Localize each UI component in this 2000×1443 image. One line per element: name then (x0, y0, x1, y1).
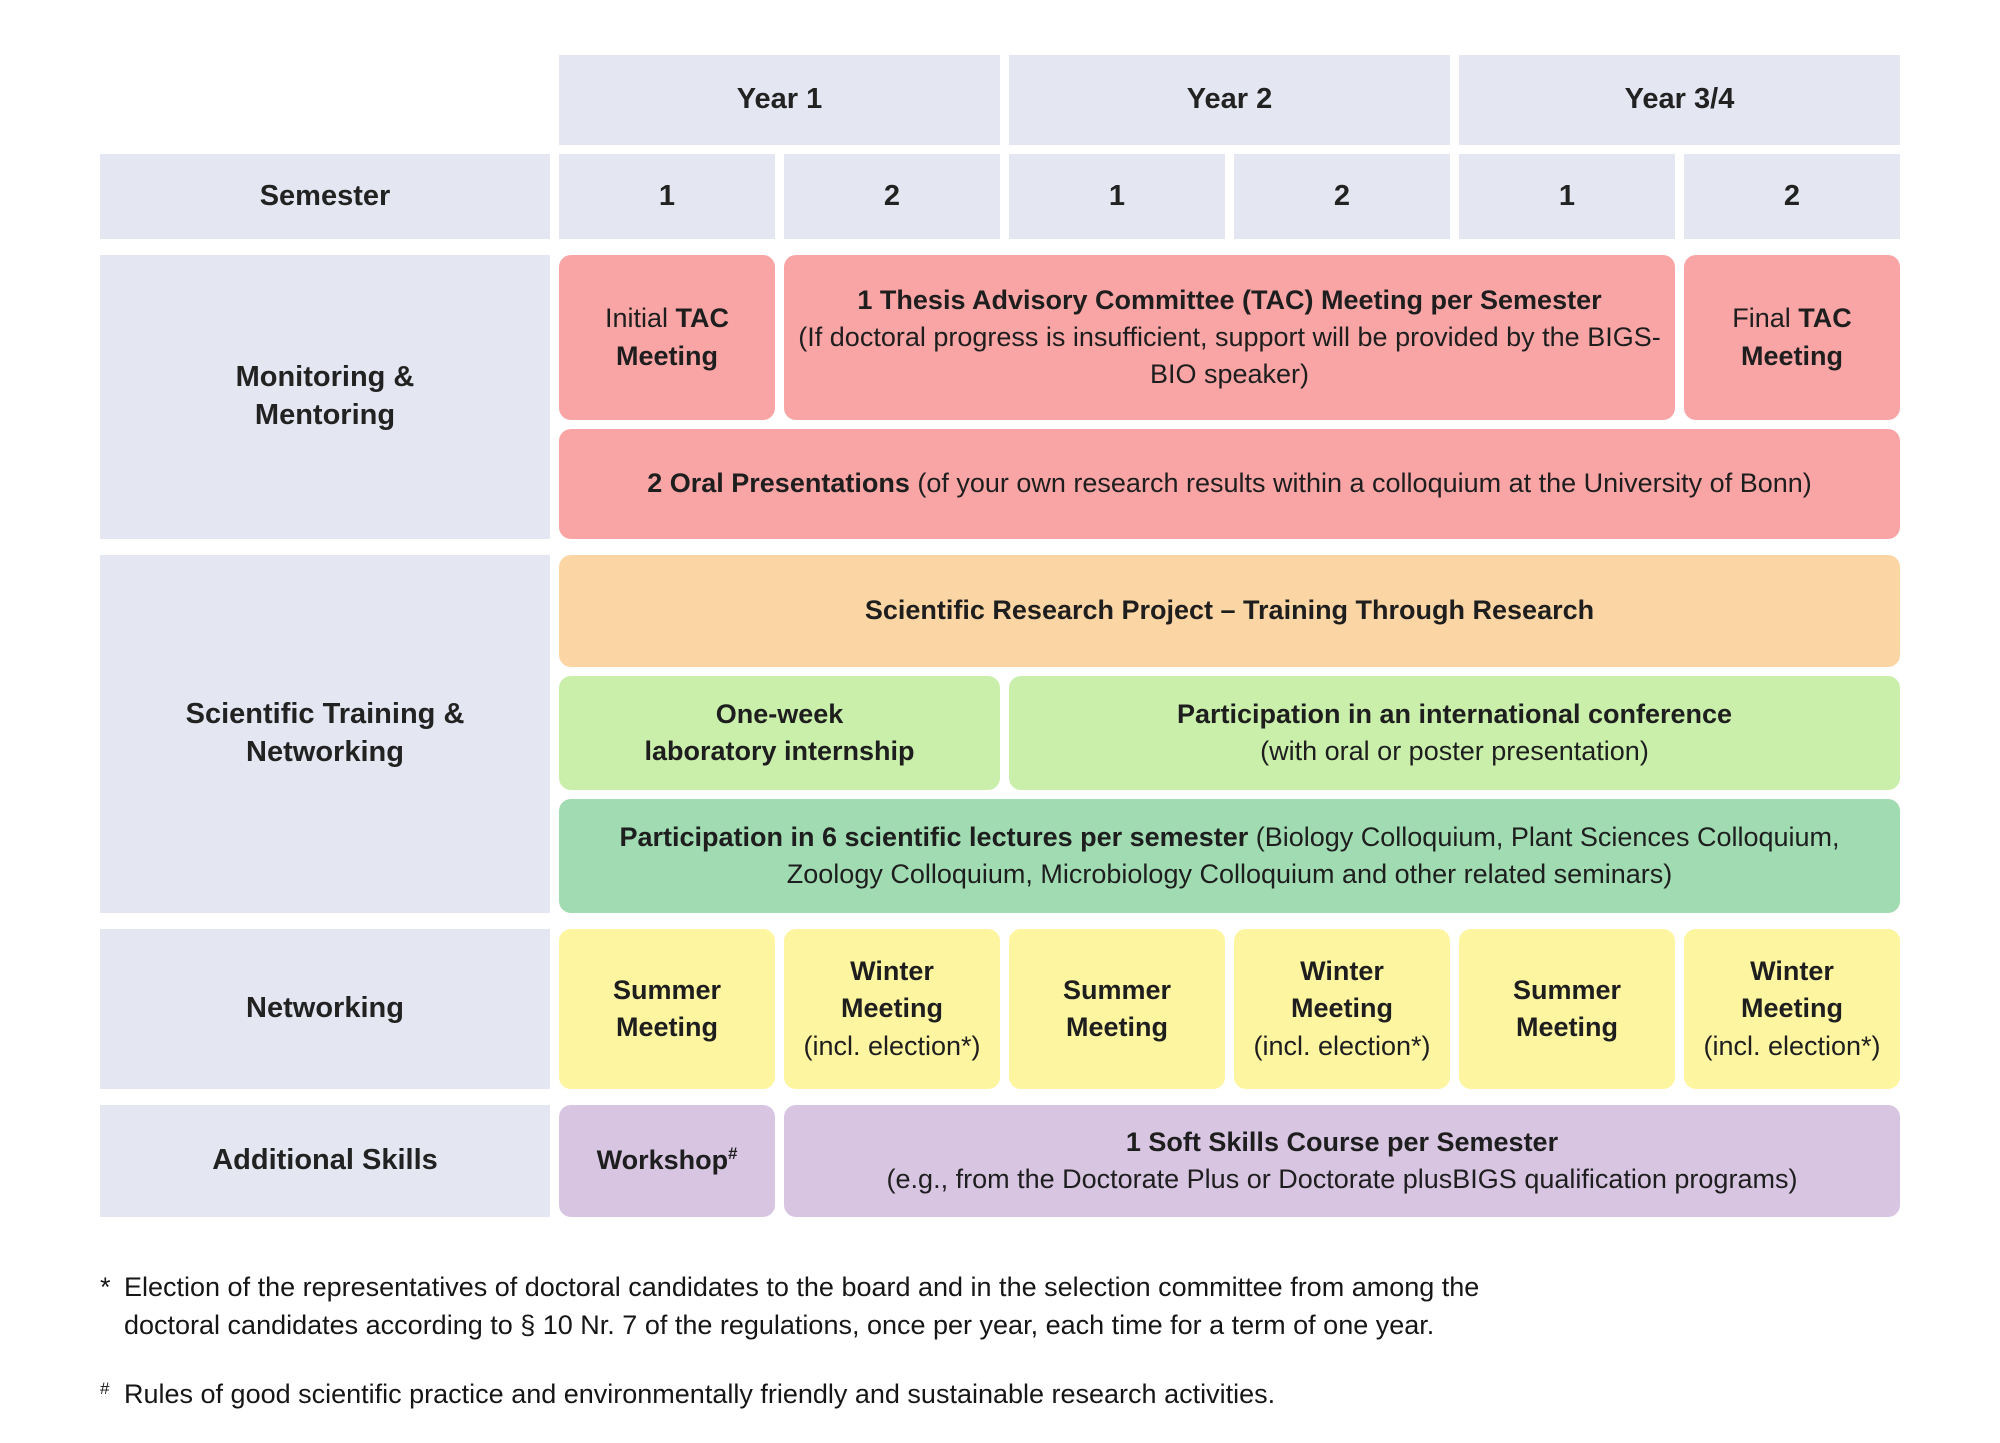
meeting-title: Summer Meeting (1062, 974, 1172, 1042)
meeting-text: Winter Meeting (incl. election*) (798, 953, 986, 1065)
semester-cell-1: 1 (559, 154, 775, 239)
meeting-note: (incl. election*) (1703, 1030, 1881, 1061)
final-tac-prefix: Final (1732, 303, 1799, 334)
hash-marker: # (100, 1378, 110, 1398)
networking-label: Networking (100, 929, 550, 1089)
meeting-title: Winter Meeting (1740, 956, 1843, 1024)
soft-skills-cell: 1 Soft Skills Course per Semester (e.g.,… (784, 1105, 1900, 1217)
asterisk-marker: * (100, 1272, 111, 1302)
rules-footnote: # Rules of good scientific practice and e… (100, 1375, 1490, 1413)
meeting-note: (incl. election*) (1253, 1030, 1431, 1061)
scientific-training-label: Scientific Training & Networking (100, 555, 550, 913)
winter-meeting-cell-1: Winter Meeting (incl. election*) (784, 929, 1000, 1089)
year-1-header: Year 1 (559, 55, 1000, 145)
final-tac-meeting-cell: Final TAC Meeting (1684, 255, 1900, 420)
initial-tac-bold: TAC Meeting (615, 303, 730, 371)
semester-cell-2: 2 (784, 154, 1000, 239)
header-section: Year 1 Year 2 Year 3/4 Semester 1 2 1 2 … (100, 55, 1900, 239)
meeting-title: Winter Meeting (1290, 956, 1393, 1024)
election-footnote: * Election of the representatives of doct… (100, 1268, 1490, 1345)
additional-skills-row: Additional Skills Workshop# 1 Soft Skill… (100, 1105, 1900, 1217)
scientific-training-row: Scientific Training & Networking Scienti… (100, 555, 1900, 913)
tac-meeting-title: 1 Thesis Advisory Committee (TAC) Meetin… (857, 284, 1602, 315)
year-2-header: Year 2 (1009, 55, 1450, 145)
scientific-lectures-text: Participation in 6 scientific lectures p… (573, 819, 1886, 894)
lectures-bold: Participation in 6 scientific lectures p… (619, 821, 1249, 852)
summer-meeting-cell-3: Summer Meeting (1459, 929, 1675, 1089)
workshop-hash-mark: # (728, 1144, 738, 1164)
meeting-title: Summer Meeting (612, 974, 722, 1042)
oral-presentations-text: 2 Oral Presentations (of your own resear… (647, 465, 1812, 502)
final-tac-bold: TAC Meeting (1740, 303, 1852, 371)
semester-cell-6: 2 (1684, 154, 1900, 239)
footnotes: * Election of the representatives of doct… (100, 1268, 1490, 1443)
semester-cell-5: 1 (1459, 154, 1675, 239)
international-conference-text: Participation in an international confer… (1177, 696, 1732, 771)
semester-label: Semester (100, 154, 550, 239)
scientific-lectures-cell: Participation in 6 scientific lectures p… (559, 799, 1900, 913)
international-conference-cell: Participation in an international confer… (1009, 676, 1900, 790)
meeting-text: Winter Meeting (incl. election*) (1698, 953, 1886, 1065)
program-schedule: Year 1 Year 2 Year 3/4 Semester 1 2 1 2 … (100, 55, 1900, 1217)
final-tac-meeting-text: Final TAC Meeting (1698, 300, 1886, 375)
election-footnote-text: Election of the representatives of docto… (124, 1272, 1480, 1341)
meeting-text: Summer Meeting (573, 972, 761, 1047)
oral-presentations-note: (of your own research results within a c… (909, 468, 1812, 499)
meeting-title: Winter Meeting (840, 956, 943, 1024)
semester-cell-4: 2 (1234, 154, 1450, 239)
lectures-note: (Biology Colloquium, Plant Sciences Coll… (786, 821, 1840, 889)
research-project-cell: Scientific Research Project – Training T… (559, 555, 1900, 667)
meeting-text: Summer Meeting (1473, 972, 1661, 1047)
initial-tac-meeting-cell: Initial TAC Meeting (559, 255, 775, 420)
conference-title: Participation in an international confer… (1176, 698, 1733, 729)
soft-skills-text: 1 Soft Skills Course per Semester (e.g.,… (887, 1124, 1798, 1199)
monitoring-mentoring-row: Monitoring & Mentoring Initial TAC Meeti… (100, 255, 1900, 539)
tac-meeting-per-semester-text: 1 Thesis Advisory Committee (TAC) Meetin… (798, 282, 1661, 394)
summer-meeting-cell-2: Summer Meeting (1009, 929, 1225, 1089)
initial-tac-meeting-text: Initial TAC Meeting (573, 300, 761, 375)
corner-spacer (100, 55, 550, 145)
oral-presentations-cell: 2 Oral Presentations (of your own resear… (559, 429, 1900, 539)
tac-meeting-per-semester-cell: 1 Thesis Advisory Committee (TAC) Meetin… (784, 255, 1675, 420)
meeting-title: Summer Meeting (1512, 974, 1622, 1042)
soft-skills-note: (e.g., from the Doctorate Plus or Doctor… (886, 1164, 1798, 1194)
meeting-note: (incl. election*) (803, 1030, 981, 1061)
summer-meeting-cell-1: Summer Meeting (559, 929, 775, 1089)
monitoring-mentoring-label: Monitoring & Mentoring (100, 255, 550, 539)
workshop-text: Workshop# (597, 1142, 738, 1179)
oral-presentations-bold: 2 Oral Presentations (647, 468, 910, 499)
meeting-text: Winter Meeting (incl. election*) (1248, 953, 1436, 1065)
conference-note: (with oral or poster presentation) (1260, 736, 1649, 766)
year-3-4-header: Year 3/4 (1459, 55, 1900, 145)
networking-row: Networking Summer Meeting Winter Meeting… (100, 929, 1900, 1089)
winter-meeting-cell-2: Winter Meeting (incl. election*) (1234, 929, 1450, 1089)
semester-cell-3: 1 (1009, 154, 1225, 239)
soft-skills-title: 1 Soft Skills Course per Semester (1125, 1126, 1559, 1157)
additional-skills-label: Additional Skills (100, 1105, 550, 1217)
laboratory-internship-cell: One-week laboratory internship (559, 676, 1000, 790)
rules-footnote-text: Rules of good scientific practice and en… (124, 1378, 1276, 1409)
tac-meeting-note: (If doctoral progress is insufficient, s… (798, 321, 1661, 390)
initial-tac-prefix: Initial (604, 303, 676, 334)
workshop-bold: Workshop (596, 1145, 729, 1176)
winter-meeting-cell-3: Winter Meeting (incl. election*) (1684, 929, 1900, 1089)
meeting-text: Summer Meeting (1023, 972, 1211, 1047)
workshop-cell: Workshop# (559, 1105, 775, 1217)
